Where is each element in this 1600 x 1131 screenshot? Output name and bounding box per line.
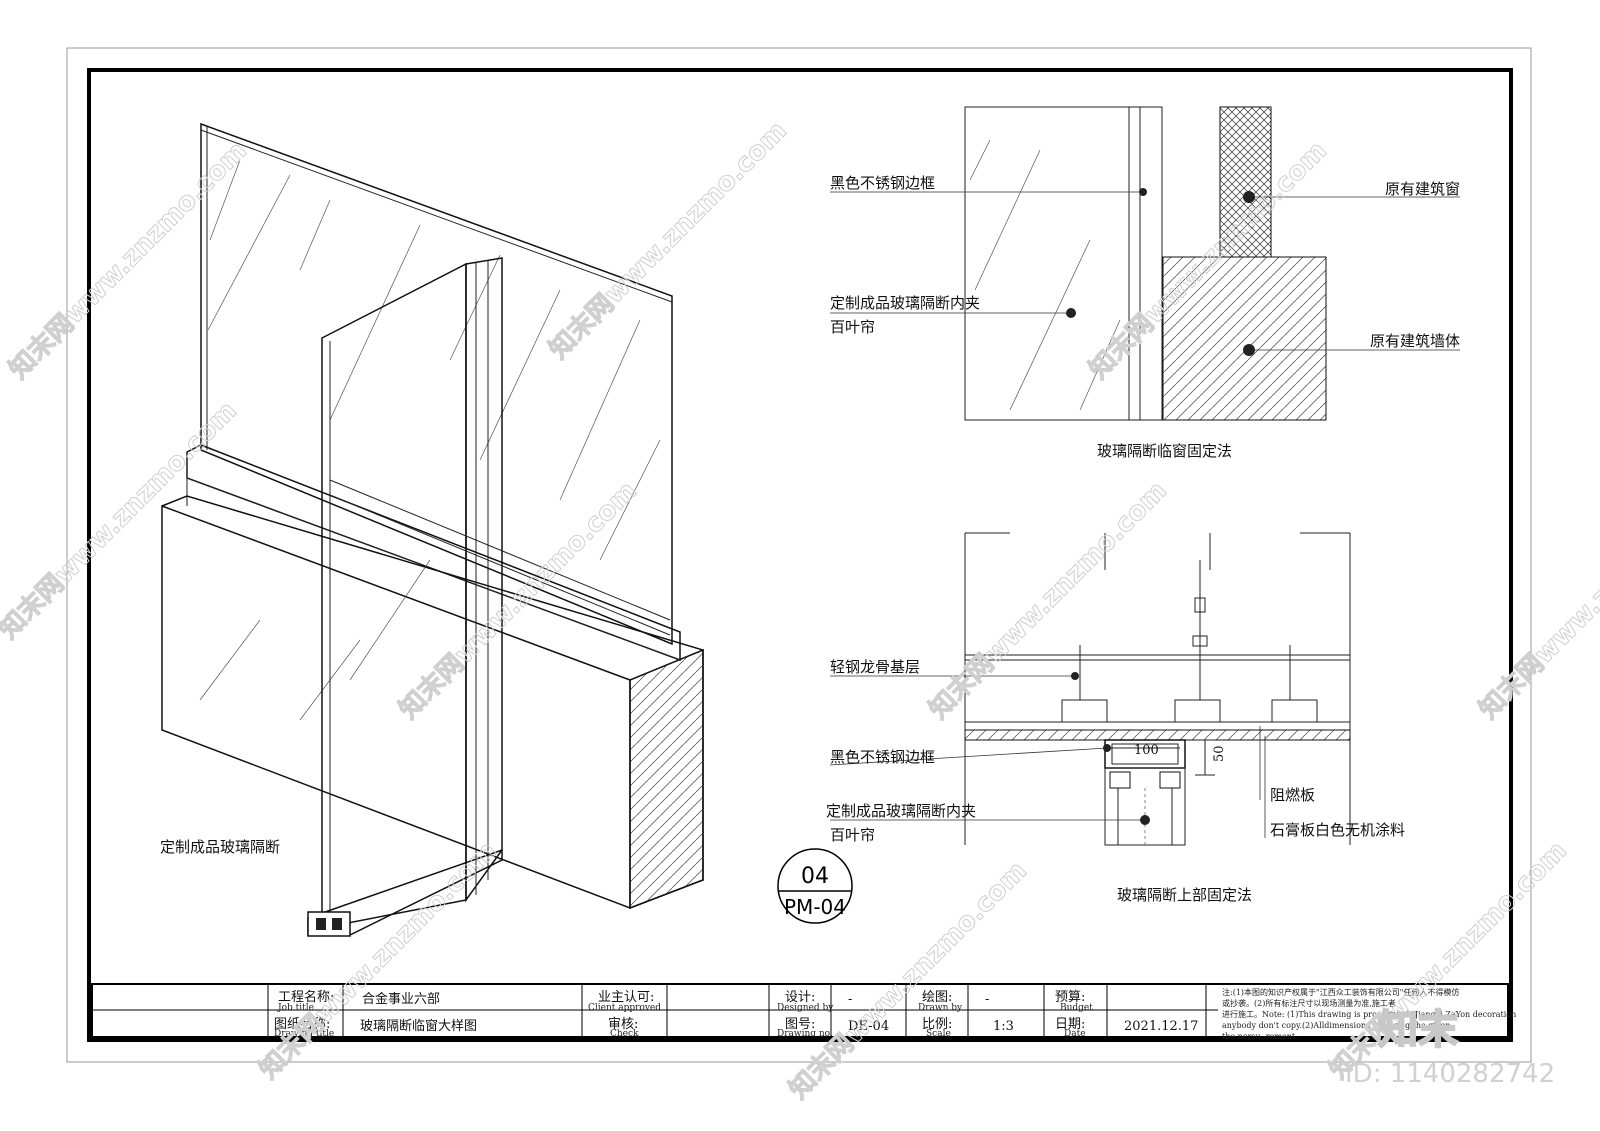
tb-date-label: 日期: — [1055, 1017, 1085, 1032]
tb-note-line-4: anybody don't copy.(2)Alldimensions foll… — [1222, 1021, 1450, 1030]
image-id: ID: 1140282742 — [1345, 1059, 1555, 1089]
tb-project-value: 合金事业六部 — [362, 991, 440, 1007]
watermark-text: 知末网www.znzmo.com — [254, 836, 503, 1085]
tb-scale-label-en: Scale — [926, 1029, 951, 1039]
watermark-text: 知末网www.znzmo.com — [924, 476, 1173, 725]
tb-drawing-label: 图纸名称: — [274, 1016, 330, 1032]
detail-tag: 04 PM-04 — [777, 848, 853, 924]
detail-top-section — [829, 532, 1351, 846]
outer-border — [66, 47, 1532, 1063]
window-label-blind: 百叶帘 — [830, 318, 875, 336]
tb-budget-label-en: Budget — [1060, 1003, 1093, 1013]
window-label-existing-window: 原有建筑窗 — [1385, 180, 1460, 198]
tb-note-line-2: 或抄袭。(2)所有标注尺寸以现场测量为准,施工者 — [1222, 998, 1396, 1008]
tb-drawno-label: 图号: — [785, 1017, 815, 1032]
tb-drawing-label-en: Drawing title — [274, 1029, 334, 1039]
top-label-stud: 轻钢龙骨基层 — [830, 658, 920, 676]
tb-note-line-3: 进行施工。Note: (1)This drawing is property o… — [1222, 1009, 1516, 1019]
window-label-existing-wall: 原有建筑墙体 — [1370, 332, 1460, 350]
tb-date-value: 2021.12.17 — [1124, 1019, 1198, 1034]
isometric-view — [161, 122, 704, 937]
watermark-text: 知末网www.znzmo.com — [4, 136, 253, 385]
tb-drawn-label-en: Drawn by — [918, 1003, 963, 1013]
watermark-text: 知末网www.znzmo.com — [1474, 476, 1600, 725]
top-label-blind: 百叶帘 — [830, 826, 875, 844]
top-dim-width: 100 — [1134, 743, 1159, 758]
tb-budget-label: 预算: — [1055, 990, 1085, 1005]
title-block — [91, 983, 1509, 1038]
detail-window-caption: 玻璃隔断临窗固定法 — [1097, 442, 1232, 460]
tb-scale-value: 1:3 — [993, 1019, 1014, 1034]
tb-check-label: 审核: — [608, 1017, 638, 1032]
iso-view-label: 定制成品玻璃隔断 — [160, 838, 280, 856]
top-label-fireboard: 阻燃板 — [1270, 786, 1315, 804]
tb-drawn-label: 绘图: — [922, 990, 952, 1005]
tb-date-label-en: Date — [1064, 1029, 1086, 1039]
top-label-glass: 定制成品玻璃隔断内夹 — [826, 802, 976, 820]
tb-scale-label: 比例: — [922, 1017, 952, 1032]
detail-top-caption: 玻璃隔断上部固定法 — [1117, 886, 1252, 904]
detail-tag-number: 04 — [801, 864, 829, 889]
watermark-text: 知末网www.znzmo.com — [0, 396, 243, 645]
tb-design-label: 设计: — [785, 990, 815, 1005]
watermark-text: 知末网www.znzmo.com — [544, 116, 793, 365]
top-label-frame: 黑色不锈钢边框 — [830, 748, 935, 766]
window-label-glass: 定制成品玻璃隔断内夹 — [830, 294, 980, 312]
tb-drawn-value: - — [985, 992, 989, 1007]
detail-window-section — [830, 106, 1460, 421]
tb-design-value: - — [848, 992, 852, 1007]
drawing-frame — [87, 68, 1513, 1042]
watermark-text: 知末网www.znzmo.com — [394, 476, 643, 725]
top-dim-height: 50 — [1212, 745, 1227, 762]
tb-client-label: 业主认可: — [598, 990, 654, 1005]
tb-drawno-value: DE-04 — [848, 1019, 889, 1034]
tb-check-label-en: Check — [610, 1029, 639, 1039]
tb-client-label-en: Client approved — [588, 1003, 661, 1013]
tb-project-label: 工程名称: — [278, 989, 334, 1005]
tb-design-label-en: Designed by — [777, 1003, 834, 1013]
top-label-gypsum: 石膏板白色无机涂料 — [1270, 821, 1405, 839]
detail-tag-sheet: PM-04 — [784, 895, 846, 919]
tb-project-label-en: Job title — [277, 1003, 314, 1013]
tb-drawing-value: 玻璃隔断临窗大样图 — [360, 1018, 477, 1034]
tb-drawno-label-en: Drawing no. — [777, 1029, 833, 1039]
tb-note-line-5: the nersu -rement. — [1222, 1032, 1298, 1041]
watermark-layer: 知末网www.znzmo.com 知末网www.znzmo.com 知末网www… — [0, 115, 1600, 1105]
watermark-brand: 知末 — [1378, 1007, 1458, 1053]
window-label-frame: 黑色不锈钢边框 — [830, 174, 935, 192]
tb-note-line-1: 注:(1)本图的知识产权属于"江西众工装饰有限公司"任何人不得模仿 — [1222, 987, 1459, 997]
